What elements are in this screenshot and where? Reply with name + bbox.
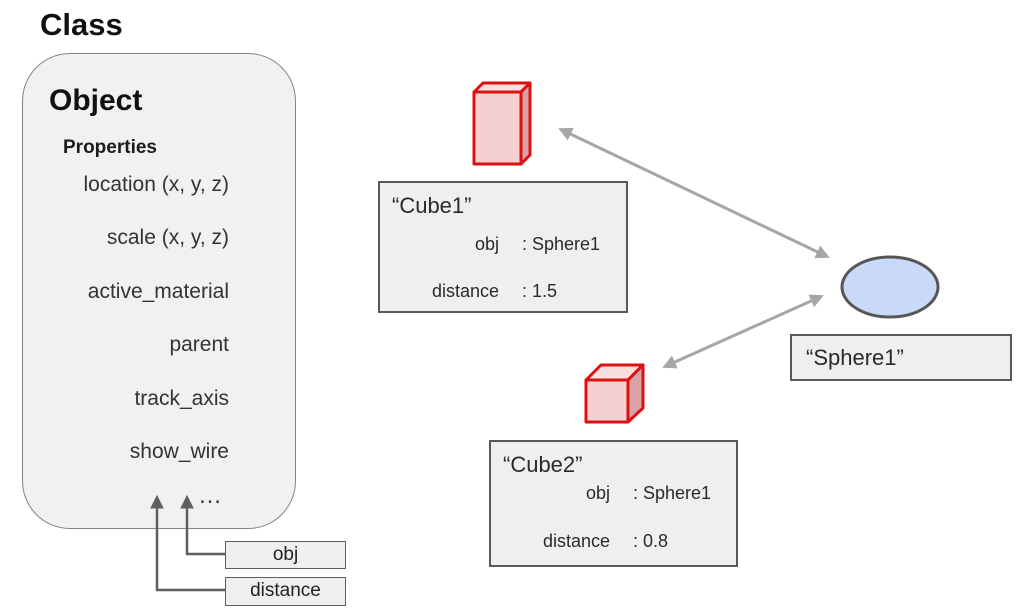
cube2-info-box: “Cube2” obj : Sphere1 distance : 0.8 bbox=[489, 440, 738, 567]
more-properties-ellipsis: … bbox=[198, 482, 225, 509]
properties-list: location (x, y, z) scale (x, y, z) activ… bbox=[41, 158, 229, 478]
attribute-key: obj bbox=[474, 234, 499, 254]
attribute-value: : Sphere1 bbox=[633, 483, 712, 503]
property-item: active_material bbox=[87, 279, 229, 303]
class-name-heading: Object bbox=[49, 84, 143, 117]
page-title: Class bbox=[40, 7, 123, 42]
cube1-obj-row: obj : Sphere1 bbox=[380, 234, 626, 255]
cube1-distance-row: distance : 1.5 bbox=[380, 281, 626, 302]
attribute-value: : Sphere1 bbox=[522, 234, 601, 254]
property-item: track_axis bbox=[134, 386, 229, 410]
attribute-key: obj bbox=[585, 483, 610, 503]
cube1-name: “Cube1” bbox=[392, 193, 472, 218]
attribute-key: distance bbox=[542, 531, 610, 551]
attribute-key: distance bbox=[431, 281, 499, 301]
attribute-value: : 0.8 bbox=[633, 531, 669, 551]
object-class-box: Object Properties location (x, y, z) sca… bbox=[22, 53, 296, 529]
sphere1-shape-icon bbox=[840, 255, 940, 319]
cube2-name: “Cube2” bbox=[503, 452, 583, 477]
distance-attribute-box: distance bbox=[225, 577, 346, 606]
cube2-obj-row: obj : Sphere1 bbox=[491, 483, 736, 504]
property-item: parent bbox=[169, 333, 229, 357]
cube1-shape-icon bbox=[472, 81, 532, 166]
attribute-value: : 1.5 bbox=[522, 281, 558, 301]
sphere1-info-box: “Sphere1” bbox=[790, 334, 1012, 381]
sphere1-name: “Sphere1” bbox=[806, 345, 904, 370]
obj-attribute-box: obj bbox=[225, 541, 346, 569]
cube1-info-box: “Cube1” obj : Sphere1 distance : 1.5 bbox=[378, 181, 628, 313]
cube2-distance-row: distance : 0.8 bbox=[491, 531, 736, 552]
cube2-shape-icon bbox=[584, 363, 645, 424]
property-item: scale (x, y, z) bbox=[106, 226, 229, 250]
property-item: show_wire bbox=[129, 439, 229, 463]
properties-heading: Properties bbox=[63, 137, 157, 158]
property-item: location (x, y, z) bbox=[83, 173, 229, 196]
